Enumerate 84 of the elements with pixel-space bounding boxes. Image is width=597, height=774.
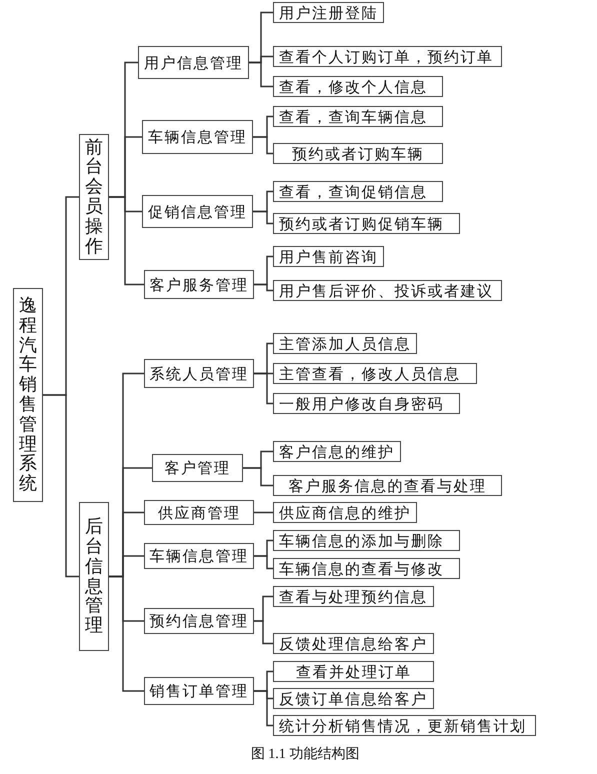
module-box: [142, 120, 253, 154]
function-box: [273, 530, 460, 551]
function-box: [273, 661, 434, 682]
function-label: 用户售后评价、投诉或者建议: [279, 282, 494, 300]
module-box: [142, 195, 253, 228]
function-box: [273, 715, 536, 736]
function-label: 查看，修改个人信息: [279, 78, 428, 96]
connector-line: [43, 394, 79, 578]
function-label: 统计分析销售情况，更新销售计划: [279, 716, 526, 734]
function-box: [273, 280, 502, 301]
function-box: [273, 2, 384, 23]
module-label: 用户信息管理: [144, 54, 243, 72]
function-box: [273, 246, 384, 267]
module-label: 系统人员管理: [150, 364, 248, 382]
connector-line: [253, 136, 273, 154]
function-box: [273, 633, 434, 654]
function-label: 反馈订单信息给客户: [279, 690, 428, 708]
function-box: [273, 143, 443, 164]
category-box: [79, 134, 109, 260]
function-box: [273, 393, 460, 414]
category-label: 后台信息管理: [85, 517, 103, 636]
module-label: 客户管理: [164, 459, 230, 477]
function-label: 预约或者订购车辆: [292, 144, 424, 162]
category-label: 前台会员操作: [85, 138, 103, 256]
function-label: 车辆信息的查看与修改: [279, 560, 444, 578]
function-label: 查看，查询车辆信息: [279, 108, 428, 126]
connector-line: [253, 210, 273, 224]
function-box: [273, 181, 443, 202]
connector-line: [109, 576, 144, 692]
function-box: [273, 688, 434, 709]
function-label: 车辆信息的添加与删除: [279, 532, 444, 550]
function-label: 主管添加人员信息: [279, 334, 411, 352]
connector-line: [254, 555, 273, 570]
function-label: 客户服务信息的查看与处理: [288, 476, 486, 494]
function-label: 查看与处理预约信息: [279, 588, 428, 606]
category-box: [79, 502, 109, 651]
connector-line: [254, 372, 273, 404]
connector-line: [254, 284, 273, 292]
connector-line: [254, 690, 273, 726]
function-box: [273, 106, 443, 127]
function-label: 预约或者订购促销车辆: [279, 214, 444, 232]
function-label: 查看并处理订单: [296, 662, 412, 680]
root-box: [13, 288, 43, 502]
function-box: [273, 76, 443, 97]
root-label: 逸程汽车销售管理系统: [19, 296, 37, 494]
function-label: 用户售前咨询: [279, 248, 378, 266]
function-label: 反馈处理信息给客户: [279, 634, 428, 652]
connector-line: [254, 512, 273, 514]
function-label: 查看个人订购订单，预约订单: [279, 48, 494, 66]
module-box: [138, 46, 249, 79]
connector-line: [249, 62, 273, 88]
module-box: [144, 543, 254, 569]
function-label: 查看，查询促销信息: [279, 182, 428, 200]
connector-line: [243, 467, 273, 486]
function-label: 用户注册登陆: [279, 4, 378, 22]
module-box: [144, 608, 254, 634]
module-box: [144, 500, 254, 525]
module-label: 供应商管理: [158, 504, 240, 522]
function-box: [273, 586, 434, 607]
function-box: [273, 441, 401, 462]
module-label: 客户服务管理: [150, 276, 248, 294]
module-box: [152, 454, 243, 482]
function-label: 一般用户修改自身密码: [279, 394, 444, 412]
function-box: [273, 46, 502, 67]
function-box: [273, 502, 417, 523]
function-box: [273, 475, 502, 496]
module-box: [144, 677, 254, 705]
module-label: 车辆信息管理: [150, 547, 248, 565]
connector-line: [109, 196, 144, 286]
function-box: [273, 363, 477, 384]
module-label: 促销信息管理: [148, 202, 247, 220]
module-label: 销售订单管理: [150, 682, 248, 700]
function-label: 客户信息的维护: [279, 442, 394, 460]
module-box: [144, 359, 254, 388]
figure-caption: 图 1.1 功能结构图: [250, 747, 360, 762]
function-box: [273, 333, 417, 354]
function-label: 主管查看，修改人员信息: [279, 364, 460, 382]
function-box: [273, 213, 460, 234]
module-label: 车辆信息管理: [148, 128, 247, 146]
module-label: 预约信息管理: [150, 612, 248, 630]
function-box: [273, 558, 460, 579]
connector-line: [254, 620, 273, 644]
function-label: 供应商信息的维护: [279, 504, 411, 522]
module-box: [144, 270, 254, 299]
